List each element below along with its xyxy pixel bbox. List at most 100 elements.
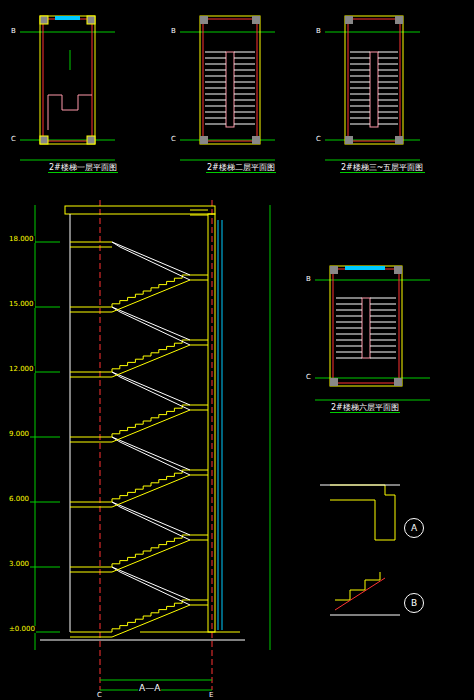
stroke (70, 637, 112, 638)
stroke (190, 475, 208, 476)
stroke (350, 76, 370, 77)
axis-label: C (10, 136, 17, 143)
stroke (174, 603, 182, 604)
plan-1 (20, 16, 115, 160)
stroke (120, 377, 190, 410)
stroke (112, 303, 120, 304)
axis-label: B (170, 28, 177, 35)
elevation: 3.000 (8, 561, 30, 568)
stroke (205, 124, 226, 125)
stroke (120, 365, 128, 366)
stroke (336, 322, 362, 323)
stroke (205, 82, 226, 83)
stroke (167, 281, 175, 282)
stroke (370, 352, 396, 353)
stroke (167, 476, 175, 477)
stroke (120, 312, 190, 345)
stroke (190, 605, 208, 606)
stroke (378, 94, 398, 95)
stroke (350, 88, 370, 89)
stroke (112, 307, 190, 340)
stroke (135, 489, 143, 490)
stroke (370, 334, 396, 335)
stroke (143, 616, 151, 617)
stroke (190, 215, 208, 216)
plan-title: 2#楼梯二层平面图 (206, 164, 276, 173)
elevation: 18.000 (8, 236, 35, 243)
stroke (112, 345, 190, 377)
stroke (350, 118, 370, 119)
stroke (190, 600, 208, 601)
plan-title: 2#楼梯六层平面图 (330, 404, 400, 413)
stroke (151, 287, 159, 288)
stroke (159, 349, 167, 350)
stroke (205, 118, 226, 119)
stroke (336, 346, 362, 347)
stroke (205, 100, 226, 101)
stroke (205, 76, 226, 77)
stroke (135, 424, 143, 425)
stroke (350, 124, 370, 125)
stroke (378, 76, 398, 77)
stroke (378, 82, 398, 83)
stroke (370, 298, 396, 299)
elevation: 12.000 (8, 366, 35, 373)
stroke (336, 316, 362, 317)
stroke (234, 88, 255, 89)
stroke (190, 410, 208, 411)
axis-label: C (170, 136, 177, 143)
stroke (174, 343, 182, 344)
section-title: A—A (138, 684, 161, 693)
stroke (120, 300, 128, 301)
stroke (70, 312, 112, 313)
detail-mark: B (404, 593, 424, 613)
details (320, 485, 400, 615)
stroke (174, 538, 182, 539)
stroke (70, 377, 112, 378)
stroke (143, 486, 151, 487)
stroke (205, 88, 226, 89)
stroke (336, 340, 362, 341)
plan-title: 2#楼梯一层平面图 (48, 164, 118, 173)
stroke (112, 540, 190, 572)
stroke (234, 94, 255, 95)
stroke (378, 124, 398, 125)
stroke (128, 557, 136, 558)
stroke (143, 356, 151, 357)
stroke (70, 437, 112, 438)
stroke (336, 328, 362, 329)
stroke (70, 567, 112, 568)
stroke (159, 284, 167, 285)
stroke (378, 70, 398, 71)
stroke (370, 304, 396, 305)
stroke (336, 298, 362, 299)
stroke (151, 547, 159, 548)
stroke (112, 242, 190, 275)
stroke (205, 58, 226, 59)
stroke (370, 310, 396, 311)
stroke (112, 372, 190, 405)
stroke (234, 52, 255, 53)
stroke (120, 442, 190, 475)
stroke (378, 58, 398, 59)
stroke (143, 551, 151, 552)
plan-title: 2#楼梯三~五层平面图 (340, 164, 425, 173)
stroke (350, 82, 370, 83)
stroke (336, 352, 362, 353)
axis-label: B (305, 276, 312, 283)
detail-letter: A (411, 523, 417, 533)
stroke (135, 554, 143, 555)
axis-label: C (305, 374, 312, 381)
stroke (135, 359, 143, 360)
stroke (190, 280, 208, 281)
stroke (378, 100, 398, 101)
stroke (190, 275, 208, 276)
stroke (70, 242, 112, 243)
stroke (151, 352, 159, 353)
stroke (120, 430, 128, 431)
stroke (112, 475, 190, 507)
stroke (234, 58, 255, 59)
axis-label: C (96, 692, 103, 699)
stroke (151, 417, 159, 418)
stroke (167, 606, 175, 607)
